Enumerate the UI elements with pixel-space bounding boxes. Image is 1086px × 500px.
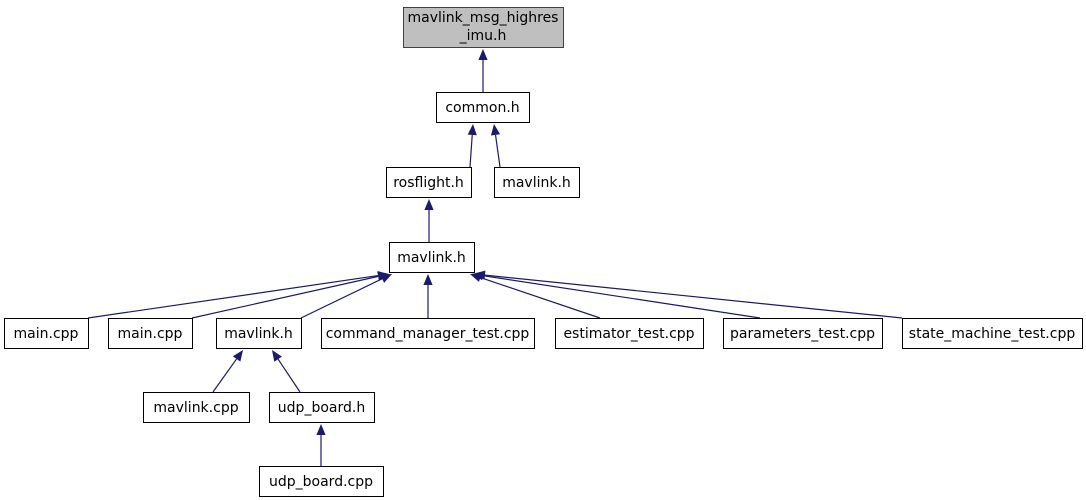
node-label: mavlink.cpp [153, 400, 238, 416]
edge-line [484, 274, 903, 319]
node-label: main.cpp [118, 326, 183, 342]
edge-line [87, 274, 379, 319]
edge-line [482, 275, 761, 319]
edge-line [212, 358, 238, 393]
arrowhead-icon [232, 350, 243, 362]
node-box[interactable] [386, 167, 472, 198]
node-label: common.h [445, 100, 519, 116]
node-mavlink-h[interactable]: mavlink.h [389, 242, 475, 273]
edge-line [277, 358, 301, 393]
node-label: main.cpp [14, 326, 79, 342]
edge-line [469, 134, 473, 168]
edge-n13-to-n7 [272, 350, 301, 393]
node-mavlink-cpp[interactable]: mavlink.cpp [143, 392, 250, 423]
node-label: udp_board.cpp [269, 474, 373, 490]
node-parameters-test-cpp[interactable]: parameters_test.cpp [723, 318, 883, 349]
node-mavlink-h[interactable]: mavlink.h [216, 318, 302, 349]
edge-n4-to-n2 [424, 199, 434, 242]
edge-line [191, 275, 379, 319]
node-label: estimator_test.cpp [563, 326, 694, 342]
node-label: parameters_test.cpp [730, 326, 875, 342]
node-box[interactable] [494, 167, 580, 198]
node-box[interactable] [436, 92, 530, 123]
arrowhead-icon [380, 274, 392, 283]
node-label: command_manager_test.cpp [326, 326, 530, 342]
node-box[interactable] [389, 242, 475, 273]
node-rosflight-h[interactable]: rosflight.h [386, 167, 472, 198]
node-label: udp_board.h [278, 400, 365, 416]
arrowhead-icon [272, 350, 282, 362]
node-box[interactable] [4, 318, 89, 349]
node-command-manager-test-cpp[interactable]: command_manager_test.cpp [321, 318, 535, 349]
edge-n12-to-n7 [212, 350, 243, 393]
node-box[interactable] [403, 7, 564, 48]
node-label: mavlink_msg_highres [408, 10, 559, 26]
node-main-cpp[interactable]: main.cpp [108, 318, 193, 349]
edge-n8-to-n4 [423, 274, 433, 318]
node-box[interactable] [108, 318, 193, 349]
node-state-machine-test-cpp[interactable]: state_machine_test.cpp [902, 318, 1083, 349]
node-box[interactable] [723, 318, 883, 349]
node-label-line2: _imu.h [459, 28, 507, 44]
nodes-layer: mavlink_msg_highres _imu.h common.h rosflig… [4, 7, 1083, 497]
node-box[interactable] [143, 392, 250, 423]
node-udp-board-cpp[interactable]: udp_board.cpp [259, 466, 384, 497]
node-box[interactable] [259, 466, 384, 497]
node-label: rosflight.h [393, 175, 464, 191]
node-mavlink-h[interactable]: mavlink.h [494, 167, 580, 198]
node-main-cpp[interactable]: main.cpp [4, 318, 89, 349]
edges-layer [87, 49, 903, 466]
edge-n14-to-n13 [316, 424, 326, 466]
edge-line [494, 134, 501, 168]
node-label: mavlink.h [397, 250, 466, 266]
node-box[interactable] [321, 318, 535, 349]
arrowhead-icon [467, 124, 477, 136]
edge-n7-to-n4 [300, 274, 392, 319]
node-udp-board-h[interactable]: udp_board.h [269, 392, 375, 423]
arrowhead-icon [316, 424, 326, 435]
edge-line [480, 276, 601, 319]
node-box[interactable] [555, 318, 704, 349]
arrowhead-icon [474, 270, 486, 280]
edge-n2-to-n1 [467, 124, 477, 168]
node-box[interactable] [902, 318, 1083, 349]
node-label: state_machine_test.cpp [909, 326, 1076, 342]
arrowhead-icon [490, 124, 501, 136]
edge-n5-to-n4 [87, 271, 389, 319]
edge-n1-to-n0 [478, 49, 488, 92]
arrowhead-icon [424, 199, 434, 210]
node-box[interactable] [216, 318, 302, 349]
node-box[interactable] [269, 392, 375, 423]
node-estimator-test-cpp[interactable]: estimator_test.cpp [555, 318, 704, 349]
edge-n11-to-n4 [474, 270, 903, 319]
arrowhead-icon [478, 49, 488, 60]
node-label: mavlink.h [224, 326, 293, 342]
edge-line [300, 278, 383, 319]
edge-n3-to-n1 [490, 124, 501, 168]
node-common-h[interactable]: common.h [436, 92, 530, 123]
node-label: mavlink.h [502, 175, 571, 191]
node-mavlink-msg-highres[interactable]: mavlink_msg_highres _imu.h [403, 7, 564, 48]
arrowhead-icon [423, 274, 433, 285]
